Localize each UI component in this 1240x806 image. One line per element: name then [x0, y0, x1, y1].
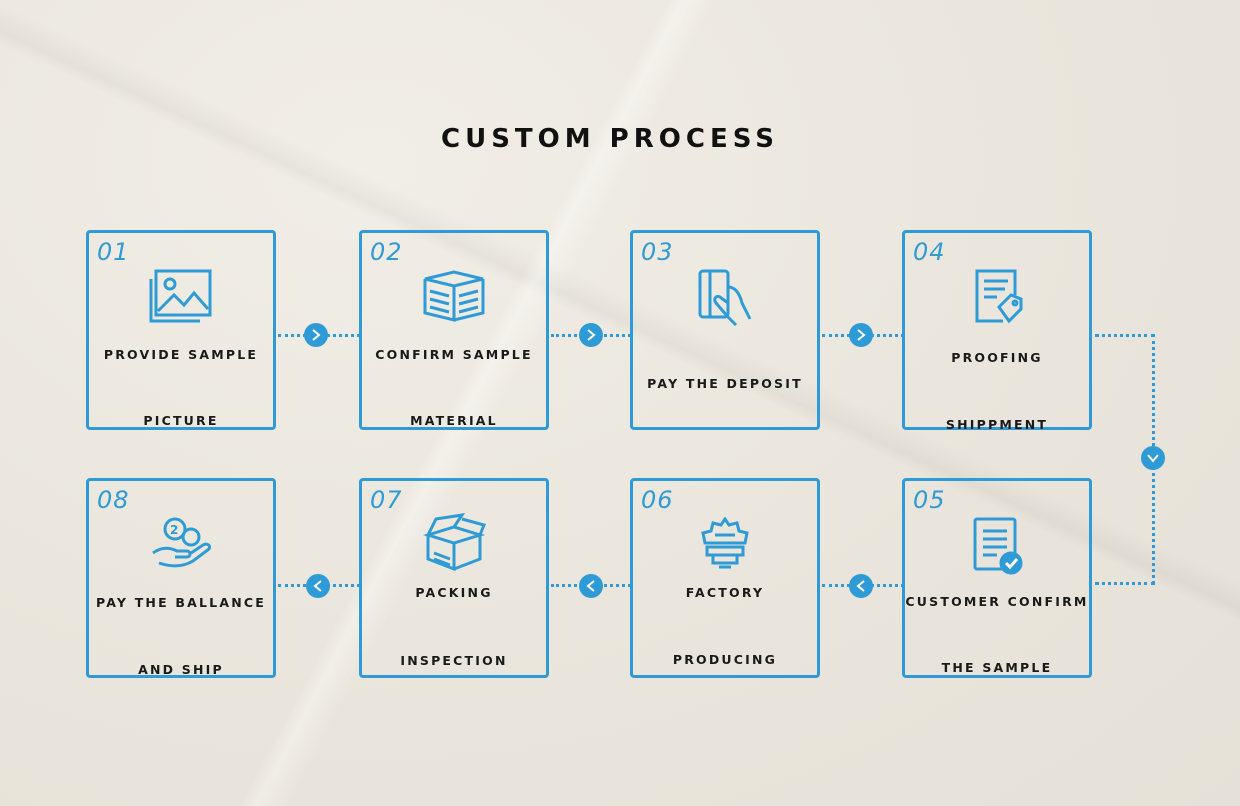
factory-machine-icon [693, 516, 757, 577]
step-label-line1: PACKING [415, 585, 493, 600]
open-box-icon [422, 512, 487, 577]
step-label-line2: MATERIAL [410, 413, 498, 428]
arrow-left-icon [306, 574, 330, 598]
card-payment-icon [694, 267, 756, 333]
step-label-line2: PICTURE [143, 413, 219, 428]
step-number: 07 [370, 486, 403, 514]
connector-5-right [1095, 582, 1155, 585]
page-title: CUSTOM PROCESS [441, 124, 779, 154]
step-number: 04 [913, 238, 946, 266]
arrow-right-icon [849, 323, 873, 347]
step-number: 01 [97, 238, 130, 266]
step-card-02: 02 CONFIRM SAMPLE MATERIAL [359, 230, 549, 430]
step-card-03: 03 PAY THE DEPOSIT [630, 230, 820, 430]
checklist-icon [969, 515, 1025, 581]
arrow-left-icon [579, 574, 603, 598]
step-card-06: 06 FACTORY PRODUCING [630, 478, 820, 678]
step-card-01: 01 PROVIDE SAMPLE PICTURE [86, 230, 276, 430]
step-card-04: 04 PROOFING SHIPPMENT [902, 230, 1092, 432]
step-label-line1: PROOFING [951, 350, 1043, 365]
step-number: 02 [370, 238, 403, 266]
hand-coins-icon: 2 [149, 513, 213, 575]
step-label-line2: SHIPPMENT [945, 417, 1049, 432]
step-label-line1: PAY THE BALLANCE [96, 595, 266, 610]
step-label-line2: THE SAMPLE [941, 660, 1053, 675]
step-label-line1: PAY THE DEPOSIT [647, 376, 803, 391]
arrow-right-icon [304, 323, 328, 347]
step-card-08: 08 2 PAY THE BALLANCE AND SHIP [86, 478, 276, 678]
step-label-line1: CUSTOMER CONFIRM [905, 594, 1089, 609]
arrow-down-icon [1141, 446, 1165, 470]
step-card-07: 07 PACKING INSPECTION [359, 478, 549, 678]
svg-text:2: 2 [170, 523, 178, 537]
arrow-right-icon [579, 323, 603, 347]
step-label-line1: CONFIRM SAMPLE [375, 347, 533, 362]
document-tag-icon [969, 267, 1025, 331]
step-label-line1: FACTORY [685, 585, 765, 600]
step-label-line2: INSPECTION [400, 653, 508, 668]
step-label-line2: PRODUCING [672, 652, 778, 667]
step-number: 08 [97, 486, 130, 514]
step-label-line2: AND SHIP [138, 662, 224, 677]
step-number: 05 [913, 486, 946, 514]
arrow-left-icon [849, 574, 873, 598]
step-card-05: 05 CUSTOMER CONFIRM THE SAMPLE [902, 478, 1092, 678]
step-number: 06 [641, 486, 674, 514]
picture-icon [148, 267, 214, 329]
connector-4-right [1095, 334, 1155, 337]
material-box-icon [421, 269, 487, 327]
step-label-line1: PROVIDE SAMPLE [103, 347, 259, 362]
step-number: 03 [641, 238, 674, 266]
